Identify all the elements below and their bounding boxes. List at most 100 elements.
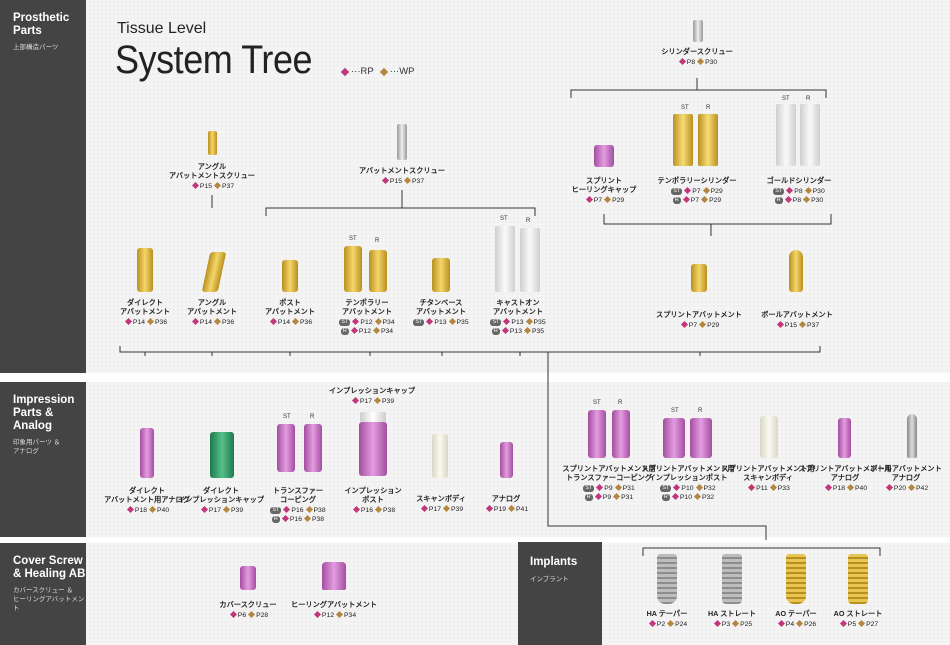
r-label: R: [526, 218, 531, 224]
analog-icon: [500, 442, 513, 478]
r-label: R: [698, 408, 703, 414]
direct-abutment-icon: [137, 248, 153, 292]
item-name: ポスト アバットメント: [264, 298, 316, 316]
splint-impression-post-st-icon: [663, 418, 685, 458]
item-name: スプリントアバットメント用 トランスファーコーピング: [562, 464, 656, 482]
post-abutment-icon: [282, 260, 298, 292]
item-name: シリンダースクリュー: [661, 47, 733, 56]
splint-transfer-coping-st-icon: [588, 410, 606, 458]
impression-cap-icon: [360, 412, 386, 422]
item-name: AO テーパー: [775, 609, 817, 618]
section-subtitle: 上部構造パーツ: [13, 44, 59, 51]
direct-abutment-analog-icon: [140, 428, 154, 478]
st-label: ST: [283, 414, 291, 420]
r-label: R: [806, 96, 811, 102]
angle-abutment-screw-icon: [208, 131, 217, 155]
abutment-screw-icon: [397, 124, 407, 160]
cover-screw-icon: [240, 566, 256, 590]
ao-straight-implant-icon: [848, 554, 868, 604]
ha-taper-implant-icon: [657, 554, 677, 604]
item-name: ボールアバットメント: [761, 310, 833, 319]
section-divider: [0, 373, 950, 382]
item-name: HA ストレート: [707, 609, 757, 618]
ao-taper-implant-icon: [786, 554, 806, 604]
st-label: ST: [593, 400, 601, 406]
item-name: ダイレクト アバットメント用アナログ: [104, 486, 190, 504]
gold-cylinder-r-icon: [800, 104, 820, 166]
cast-on-abutment-r-icon: [520, 228, 540, 292]
r-label: R: [375, 238, 380, 244]
item-name: キャストオン アバットメント: [492, 298, 544, 316]
section-prosthetic-parts: Prosthetic Parts 上部構造パーツ: [0, 0, 86, 373]
item-name: ゴールドシリンダー: [766, 176, 832, 185]
ball-abutment-analog-icon: [907, 414, 917, 458]
splint-scan-body-icon: [760, 416, 778, 458]
direct-impression-cap-icon: [210, 432, 234, 478]
healing-abutment-icon: [322, 562, 346, 590]
item-name: アングル アバットメントスクリュー: [169, 162, 255, 180]
st-label: ST: [349, 236, 357, 242]
section-title: Implants: [530, 556, 578, 568]
st-label: ST: [681, 105, 689, 111]
item-name: カバースクリュー: [219, 600, 277, 609]
item-name: スプリントアバットメント用 インプレッションポスト: [641, 464, 735, 482]
section-implants: Implants インプラント: [518, 542, 602, 645]
item-name: ボールアバットメント アナログ: [870, 464, 942, 482]
cylinder-screw-icon: [693, 20, 703, 42]
item-name: チタンベース アバットメント: [415, 298, 467, 316]
cast-on-abutment-st-icon: [495, 226, 515, 292]
gold-cylinder-st-icon: [776, 104, 796, 166]
section-title: Cover Screw & Healing AB: [13, 555, 86, 580]
splint-abutment-icon: [691, 264, 707, 292]
